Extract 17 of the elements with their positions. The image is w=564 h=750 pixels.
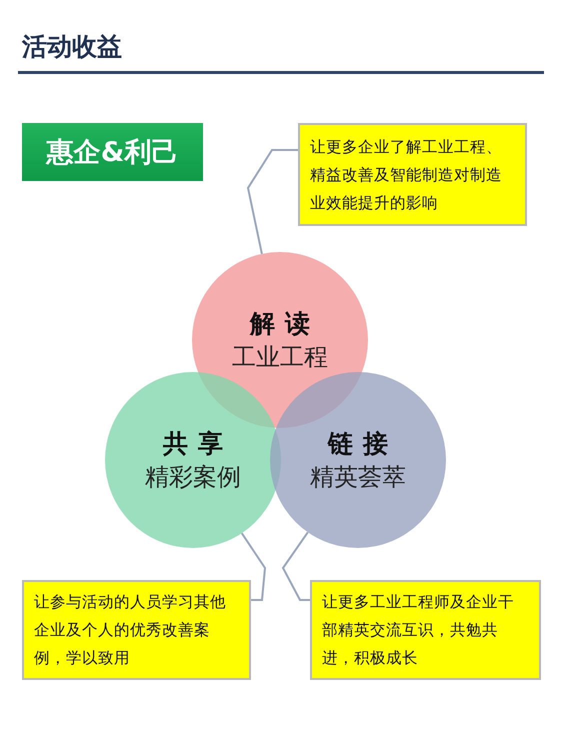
circle-heading: 链接 — [328, 428, 398, 460]
callout-box — [298, 123, 527, 226]
page-title: 活动收益 — [22, 31, 122, 63]
title-badge: 惠企&利己 — [22, 123, 203, 181]
circle-heading: 共享 — [163, 428, 233, 460]
callout-text: 让更多企业了解工业工程、精益改善及智能制造对制造业效能提升的影响 — [310, 136, 503, 214]
leader-line — [240, 532, 266, 601]
circle-heading: 解读 — [250, 308, 320, 340]
circle-subtitle: 精英荟萃 — [310, 462, 406, 493]
callout-box — [22, 580, 251, 680]
callout-text: 让更多工业工程师及企业干部精英交流互识，共勉共进，积极成长 — [322, 592, 515, 669]
callout-box — [310, 580, 541, 680]
leader-line — [282, 532, 310, 601]
circle-subtitle: 工业工程 — [232, 342, 328, 373]
leader-line — [246, 149, 298, 254]
circle-subtitle: 精彩案例 — [145, 462, 241, 493]
callout-text: 让参与活动的人员学习其他企业及个人的优秀改善案例，学以致用 — [34, 592, 227, 669]
